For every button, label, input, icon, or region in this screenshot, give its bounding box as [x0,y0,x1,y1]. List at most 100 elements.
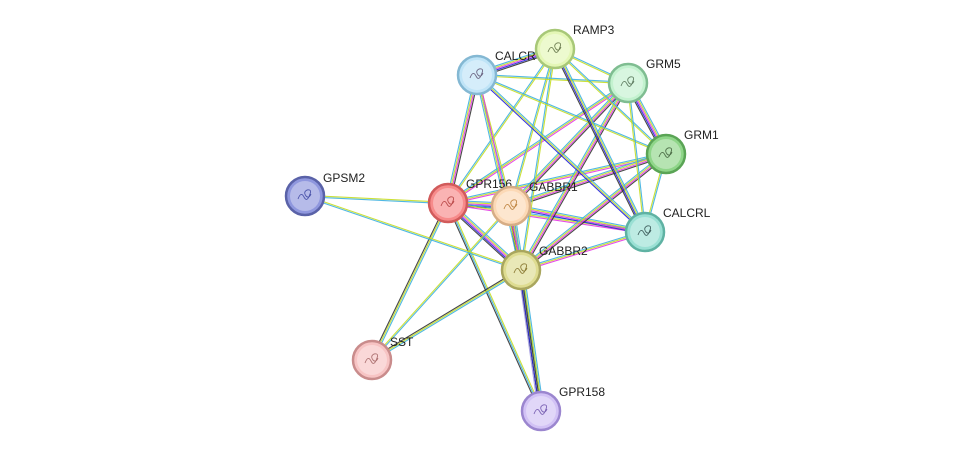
node-label-gabbr1: GABBR1 [529,180,578,194]
protein-structure-icon [503,199,518,210]
edge-evidence-line [371,269,522,361]
edge-grm5-calcrl [626,82,647,233]
protein-structure-icon [533,404,548,415]
edge-evidence-line [447,153,667,204]
edge-evidence-line [552,49,644,234]
edge-evidence-line [509,81,627,205]
protein-structure-icon [658,147,673,158]
edge-evidence-line [511,203,646,231]
node-calcrl[interactable]: CALCRL [624,206,711,253]
edge-gabbr2-ramp3 [519,48,557,271]
edge-evidence-line [554,49,666,155]
node-circle-sst[interactable] [351,339,393,381]
protein-structure-icon [620,76,635,87]
edge-calcr-grm5 [476,73,629,85]
node-circle-calcr[interactable] [456,54,498,96]
node-circle-grm5[interactable] [607,62,649,104]
node-circle-grm1[interactable] [645,133,687,175]
edge-evidence-line [305,194,522,270]
node-sst[interactable]: SST [351,335,414,381]
node-label-gabbr2: GABBR2 [539,244,588,258]
edge-evidence-line [553,49,645,233]
node-highlight [506,255,536,285]
edge-evidence-line [511,83,629,207]
node-highlight [613,68,643,98]
node-label-gpsm2: GPSM2 [323,171,365,185]
edge-evidence-line [448,75,479,204]
edge-evidence-line [521,49,557,271]
edge-evidence-line [447,202,542,412]
edge-gabbr1-sst [371,205,512,361]
edge-evidence-line [304,196,448,205]
edge-evidence-line [477,73,629,83]
protein-structure-icon [440,196,455,207]
edge-gabbr2-calcrl [520,230,646,272]
edge-evidence-line [371,202,449,361]
edge-evidence-line [521,232,646,272]
node-circle-gabbr2[interactable] [500,249,542,291]
edge-evidence-line [372,206,512,361]
edge-gabbr2-grm1 [519,151,668,273]
node-gabbr2[interactable]: GABBR2 [500,244,588,291]
edge-evidence-line [519,48,555,270]
edge-evidence-line [446,81,628,203]
edge-evidence-line [448,83,630,205]
edge-evidence-line [555,48,667,154]
edge-evidence-line [445,74,476,203]
edge-gabbr1-calcrl [510,203,646,235]
edge-evidence-line [370,202,448,360]
node-circle-gabbr1[interactable] [490,185,532,227]
node-circle-gpr158[interactable] [520,390,562,432]
edge-ramp3-calcrl [552,47,648,234]
edge-gpr156-gpr158 [446,202,543,412]
node-gpr156[interactable]: GPR156 [427,177,512,224]
edge-evidence-line [518,81,627,270]
edge-gpr156-sst [370,202,450,361]
edge-gabbr2-gpr158 [517,269,545,412]
node-highlight [496,191,526,221]
node-grm1[interactable]: GRM1 [645,128,719,175]
edge-evidence-line [519,151,666,269]
edge-calcr-calcrl [475,73,647,234]
node-circle-ramp3[interactable] [534,28,576,70]
node-grm5[interactable]: GRM5 [607,57,681,104]
edge-gpr156-ramp3 [446,48,557,204]
edge-evidence-line [475,75,521,271]
edge-evidence-line [521,154,667,271]
node-label-ramp3: RAMP3 [573,23,615,37]
edge-evidence-line [517,270,539,412]
edge-evidence-line [510,207,645,235]
edge-evidence-line [447,82,629,204]
edge-evidence-line [519,82,628,270]
edge-evidence-line [522,83,631,272]
edge-evidence-line [511,204,646,232]
edge-ramp3-grm1 [554,48,667,155]
edge-evidence-line [372,270,522,362]
node-highlight [462,60,492,90]
node-calcr[interactable]: CALCR [456,49,536,96]
protein-structure-icon [637,225,652,236]
edge-evidence-line [555,48,647,232]
edge-evidence-line [371,205,511,360]
edge-evidence-line [477,73,647,232]
edge-gpr156-calcr [445,74,480,204]
edge-evidence-line [304,196,521,272]
node-gpsm2[interactable]: GPSM2 [284,171,365,217]
protein-structure-icon [469,68,484,79]
node-highlight [651,139,681,169]
node-circle-gpr156[interactable] [427,182,469,224]
edge-evidence-line [447,152,666,203]
edge-evidence-line [446,74,477,203]
node-label-grm5: GRM5 [646,57,681,71]
node-gpr158[interactable]: GPR158 [520,385,605,432]
node-gabbr1[interactable]: GABBR1 [490,180,578,227]
edge-evidence-line [446,203,541,412]
node-label-gpr158: GPR158 [559,385,605,399]
node-circle-gpsm2[interactable] [284,175,326,217]
node-label-calcrl: CALCRL [663,206,711,220]
node-highlight [357,345,387,375]
node-circle-calcrl[interactable] [624,211,666,253]
edge-evidence-line [448,49,557,204]
node-ramp3[interactable]: RAMP3 [534,23,615,70]
edge-evidence-line [477,74,523,270]
